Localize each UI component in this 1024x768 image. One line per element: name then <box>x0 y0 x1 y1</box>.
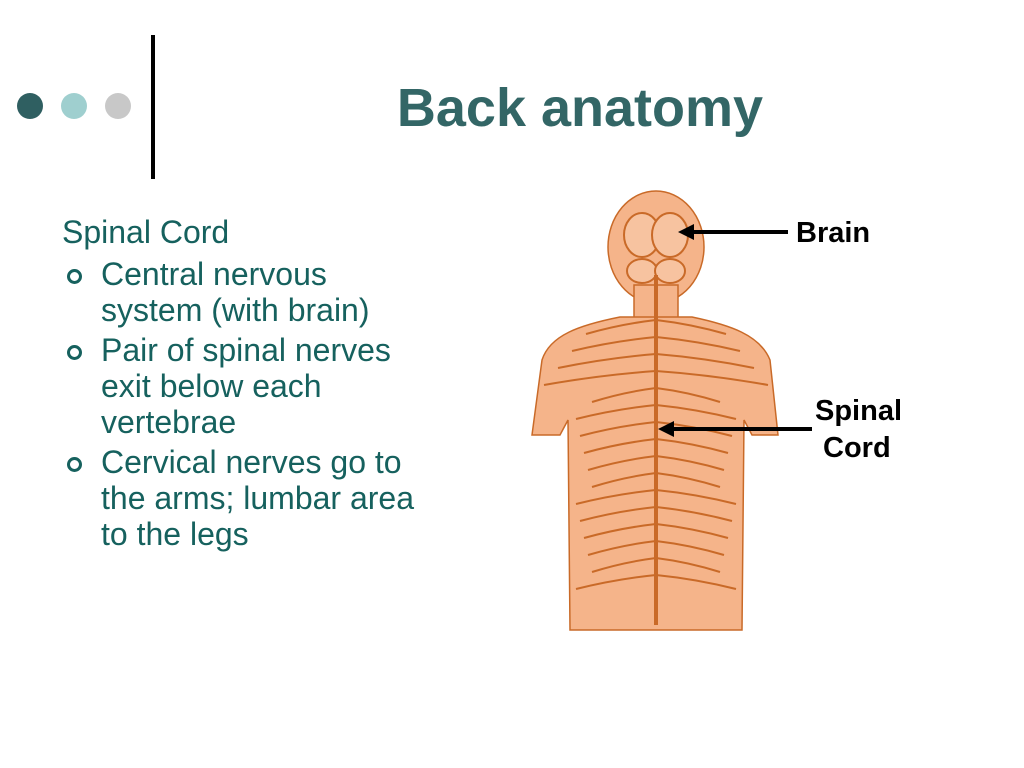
nerve-branch <box>655 557 721 573</box>
title-divider <box>151 35 155 179</box>
label-cord: Cord <box>823 432 891 464</box>
nerve-branch <box>655 523 729 539</box>
nerve-branch <box>655 489 737 505</box>
label-brain: Brain <box>796 217 870 249</box>
bullet-item: Pair of spinal nerves exit below each ve… <box>62 332 432 440</box>
nerve-branch <box>655 336 741 352</box>
bullet-text: Pair of spinal nerves exit below each ve… <box>101 332 391 440</box>
nerve-branch <box>579 506 657 522</box>
nerve-branch <box>557 353 657 369</box>
nerve-branch <box>575 574 657 590</box>
nerve-branch <box>591 472 657 488</box>
bullet-text: Central nervous system (with brain) <box>101 256 370 328</box>
nerve-branch <box>655 387 721 403</box>
bullet-circle-icon <box>67 345 82 360</box>
nerve-branch <box>587 540 657 556</box>
nerve-branch <box>579 421 657 437</box>
nerve-branch <box>583 523 657 539</box>
slide-content: Spinal Cord Central nervous system (with… <box>62 212 432 556</box>
nerve-branch <box>575 404 657 420</box>
nerve-branch <box>655 370 769 386</box>
nerve-branch <box>655 574 737 590</box>
bullet-text: Cervical nerves go to the arms; lumbar a… <box>101 444 415 552</box>
nervous-system-figure: Brain Spinal Cord <box>520 185 940 635</box>
nerve-branch <box>655 353 755 369</box>
nerve-branch <box>655 404 737 420</box>
nerve-branch <box>585 319 657 335</box>
nerve-branch <box>655 319 727 335</box>
bullet-circle-icon <box>67 457 82 472</box>
nerve-branch <box>543 370 657 386</box>
nerve-branch <box>583 438 657 454</box>
label-spinal: Spinal <box>815 395 902 427</box>
bullet-circle-icon <box>67 269 82 284</box>
spinal-cord-pointer-arrow <box>658 421 812 437</box>
dot-dark <box>17 93 43 119</box>
dot-light <box>105 93 131 119</box>
nerve-branch <box>591 557 657 573</box>
nerve-branch <box>655 540 725 556</box>
slide-title: Back anatomy <box>396 78 764 138</box>
nerve-branch <box>655 506 733 522</box>
bullet-list: Central nervous system (with brain) Pair… <box>62 256 432 552</box>
nerve-branch <box>575 489 657 505</box>
brain-pointer-arrow <box>678 224 788 240</box>
nerve-branch <box>571 336 657 352</box>
body-silhouette <box>531 190 779 631</box>
nerve-branch <box>655 438 729 454</box>
nerve-branch <box>591 387 657 403</box>
nerve-branch <box>655 472 721 488</box>
nerve-branch <box>587 455 657 471</box>
dot-mid <box>61 93 87 119</box>
decorative-dots <box>17 93 137 121</box>
nerve-branch <box>655 455 725 471</box>
anatomy-illustration: Brain Spinal Cord <box>531 190 902 631</box>
content-heading: Spinal Cord <box>62 214 230 250</box>
bullet-item: Central nervous system (with brain) <box>62 256 432 328</box>
spinal-nerves <box>543 319 769 590</box>
bullet-item: Cervical nerves go to the arms; lumbar a… <box>62 444 432 552</box>
